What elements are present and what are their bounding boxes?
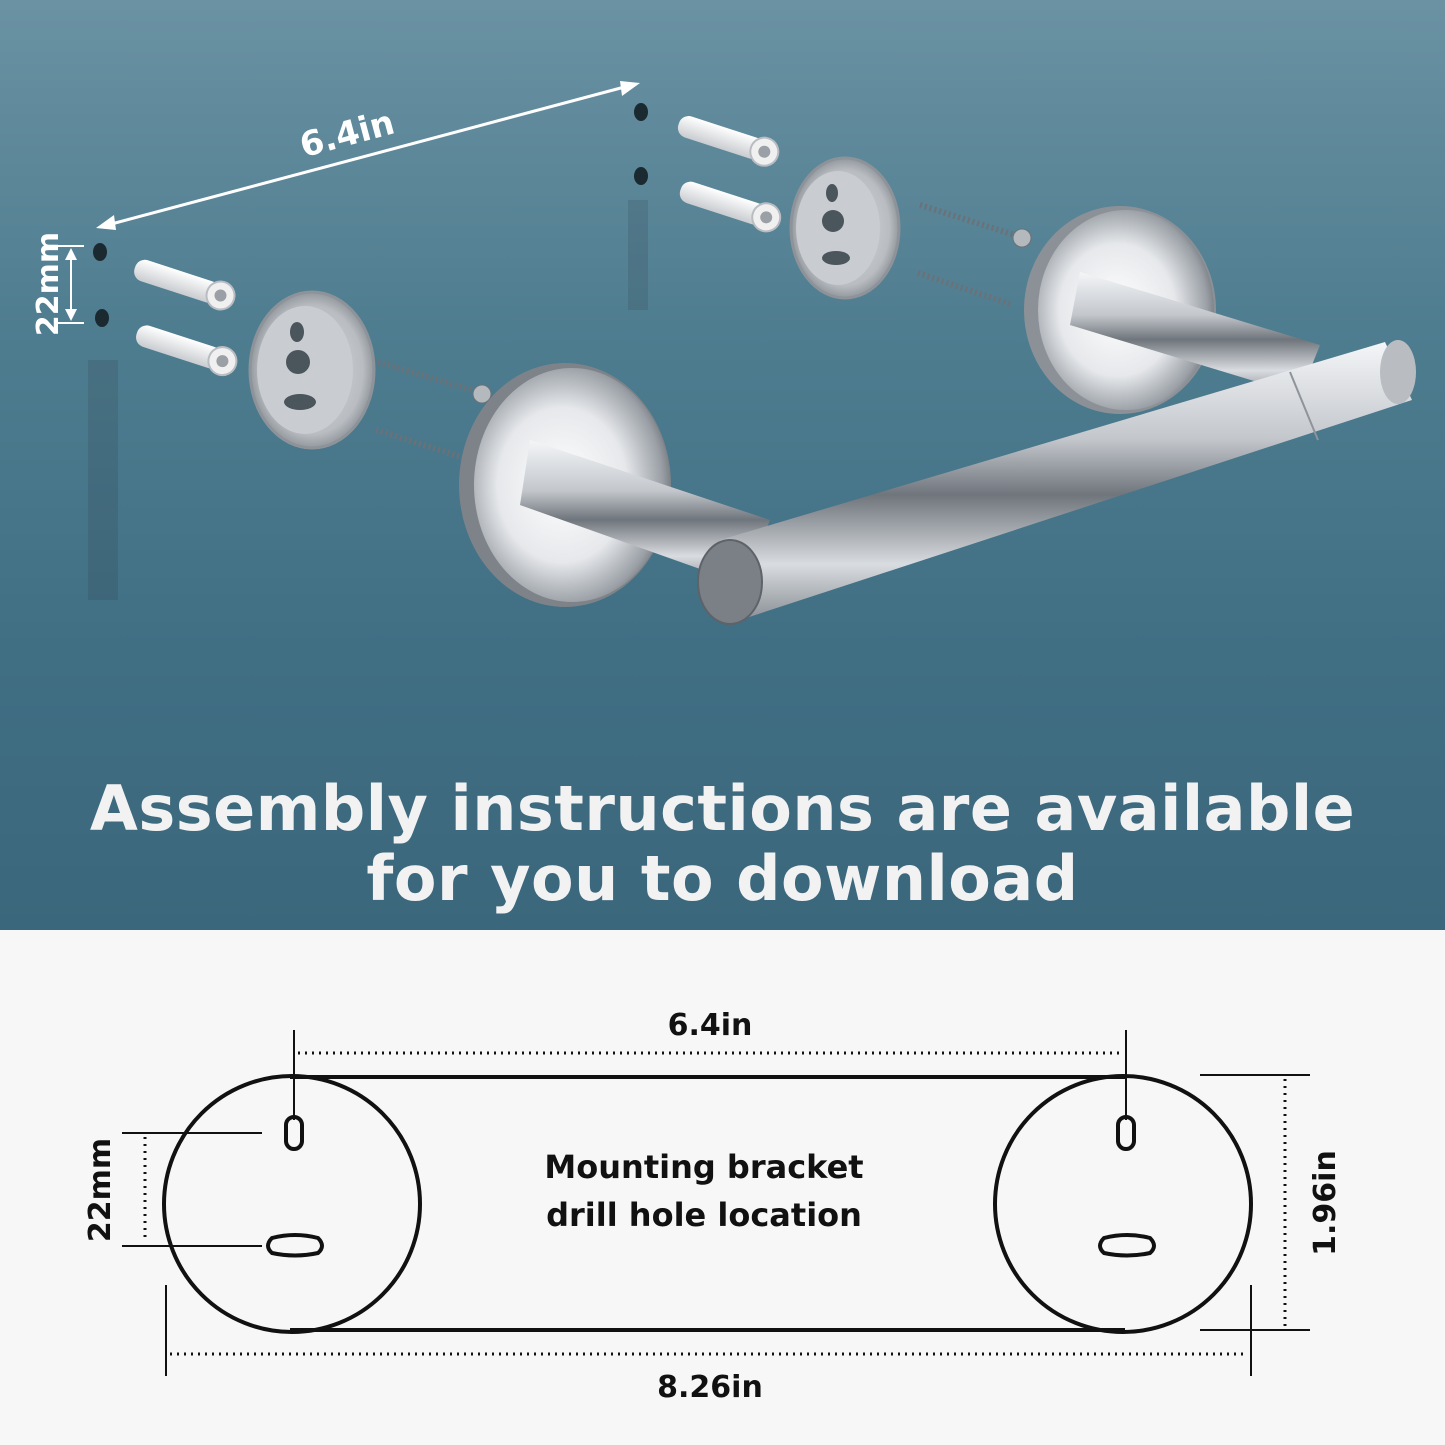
hole-top-left (284, 1115, 304, 1151)
diagram-title-line-1: Mounting bracket (544, 1148, 863, 1186)
exploded-view-illustration: 6.4in 22mm (31, 81, 1416, 625)
photo-height-label: 22mm (31, 232, 66, 336)
drill-diagram-panel: 6.4in 22mm 1.96in 8.26in Mounting bracke… (0, 930, 1445, 1445)
wall-anchors-left (134, 259, 238, 377)
product-photo-panel: 6.4in 22mm (0, 0, 1445, 930)
bracket-outline (162, 1074, 1253, 1334)
screws (375, 202, 1032, 461)
top-dimension-label: 6.4in (668, 1008, 753, 1043)
holder-bar (697, 340, 1416, 625)
right-dimension-label: 1.96in (1308, 1150, 1343, 1256)
wall-anchors-right (677, 116, 782, 233)
top-dimension: 6.4in (293, 1008, 1127, 1120)
hole-bottom-right (1098, 1233, 1156, 1258)
diagram-title-line-2: drill hole location (546, 1196, 862, 1234)
arm-right (1070, 272, 1320, 395)
left-dimension-label: 22mm (83, 1138, 118, 1242)
mounting-cup-right (789, 156, 901, 300)
wall-holes (93, 103, 648, 327)
right-dimension: 1.96in (1200, 1074, 1343, 1331)
bottom-dimension: 8.26in (165, 1285, 1252, 1405)
headline-line-2: for you to download (366, 842, 1079, 915)
photo-height-dimension: 22mm (31, 232, 84, 336)
drill-hole-diagram: 6.4in 22mm 1.96in 8.26in Mounting bracke… (83, 1008, 1343, 1405)
bottom-dimension-label: 8.26in (657, 1370, 763, 1405)
photo-width-dimension: 6.4in (96, 81, 640, 230)
headline-line-1: Assembly instructions are available (89, 772, 1356, 845)
hole-bottom-left (266, 1233, 324, 1258)
arm-left (520, 440, 770, 585)
left-dimension: 22mm (83, 1132, 262, 1247)
wall-shadow (88, 200, 648, 600)
photo-width-label: 6.4in (296, 103, 399, 167)
mounting-cup-left (248, 290, 376, 450)
hole-top-right (1116, 1115, 1136, 1151)
